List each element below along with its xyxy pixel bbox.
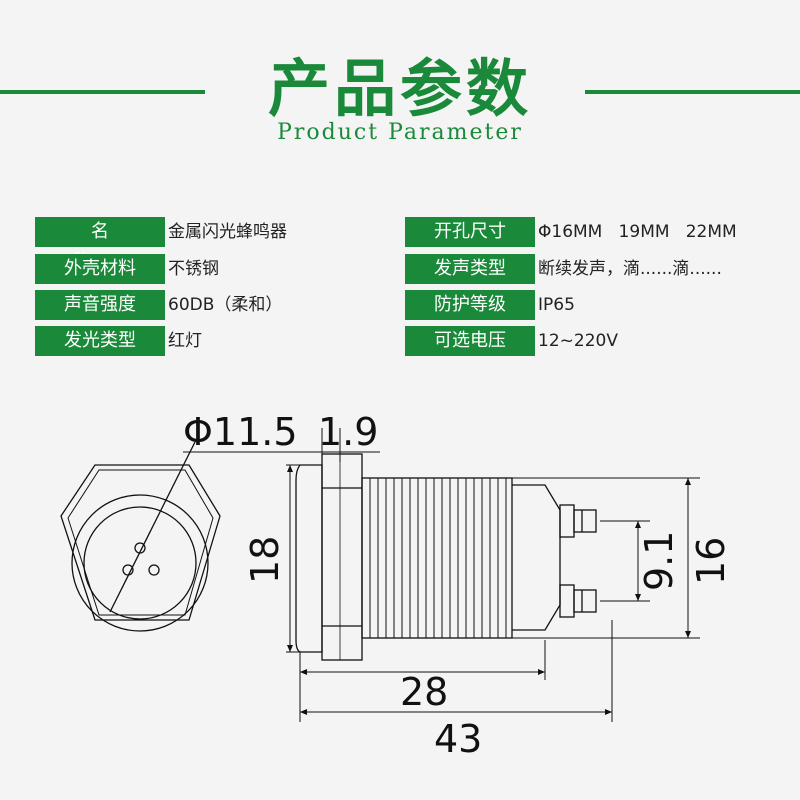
buzzer-hole-right (148, 564, 160, 576)
thread-lines (369, 478, 507, 638)
param-value-sound-level: 60DB（柔和） (168, 295, 283, 315)
param-label-protection: 防护等级 (405, 290, 535, 320)
param-label-sound-type: 发声类型 (405, 254, 535, 284)
leader-line (109, 441, 196, 613)
hex-nut-side (321, 453, 363, 661)
dim-total-length-label: 43 (434, 717, 482, 761)
page-subtitle: Product Parameter (277, 120, 523, 145)
hex-nut-inner (67, 469, 214, 616)
side-view (295, 453, 597, 661)
param-value-voltage: 12~220V (538, 331, 618, 351)
title-rule-right (585, 90, 800, 94)
terminal-bottom (559, 584, 597, 618)
param-value-light: 红灯 (168, 331, 202, 351)
rear-cap (512, 484, 561, 631)
param-value-hole-size: Φ16MM 19MM 22MM (538, 222, 737, 242)
param-label-sound-level: 声音强度 (35, 290, 165, 320)
param-label-shell: 外壳材料 (35, 254, 165, 284)
front-view (60, 441, 221, 632)
flange (295, 464, 323, 653)
dim-thread-label: 16 (689, 537, 733, 585)
dim-flange-label: 1.9 (318, 410, 378, 454)
param-value-shell: 不锈钢 (168, 259, 219, 279)
thread-body (361, 477, 513, 639)
outer-ring (71, 494, 209, 632)
param-value-sound-type: 断续发声，滴......滴...... (538, 259, 722, 279)
dim-height-label: 18 (243, 536, 287, 584)
dim-diameter-label: Φ11.5 (183, 410, 298, 454)
param-value-name: 金属闪光蜂鸣器 (168, 222, 287, 242)
inner-ring (83, 506, 197, 620)
param-label-hole-size: 开孔尺寸 (405, 217, 535, 247)
dimension-drawing: Φ11.5 1.9 18 16 9.1 28 43 (60, 410, 733, 761)
page-title: 产品参数 (267, 52, 532, 125)
terminal-top (559, 504, 597, 538)
param-label-light: 发光类型 (35, 326, 165, 356)
param-label-name: 名 称 (35, 217, 165, 272)
param-label-voltage: 可选电压 (405, 326, 535, 356)
param-value-protection: IP65 (538, 295, 575, 315)
dim-pin-spacing-label: 9.1 (637, 531, 681, 591)
dim-body-length-label: 28 (400, 670, 448, 714)
title-rule-left (0, 90, 205, 94)
hex-nut-outline (60, 464, 221, 621)
